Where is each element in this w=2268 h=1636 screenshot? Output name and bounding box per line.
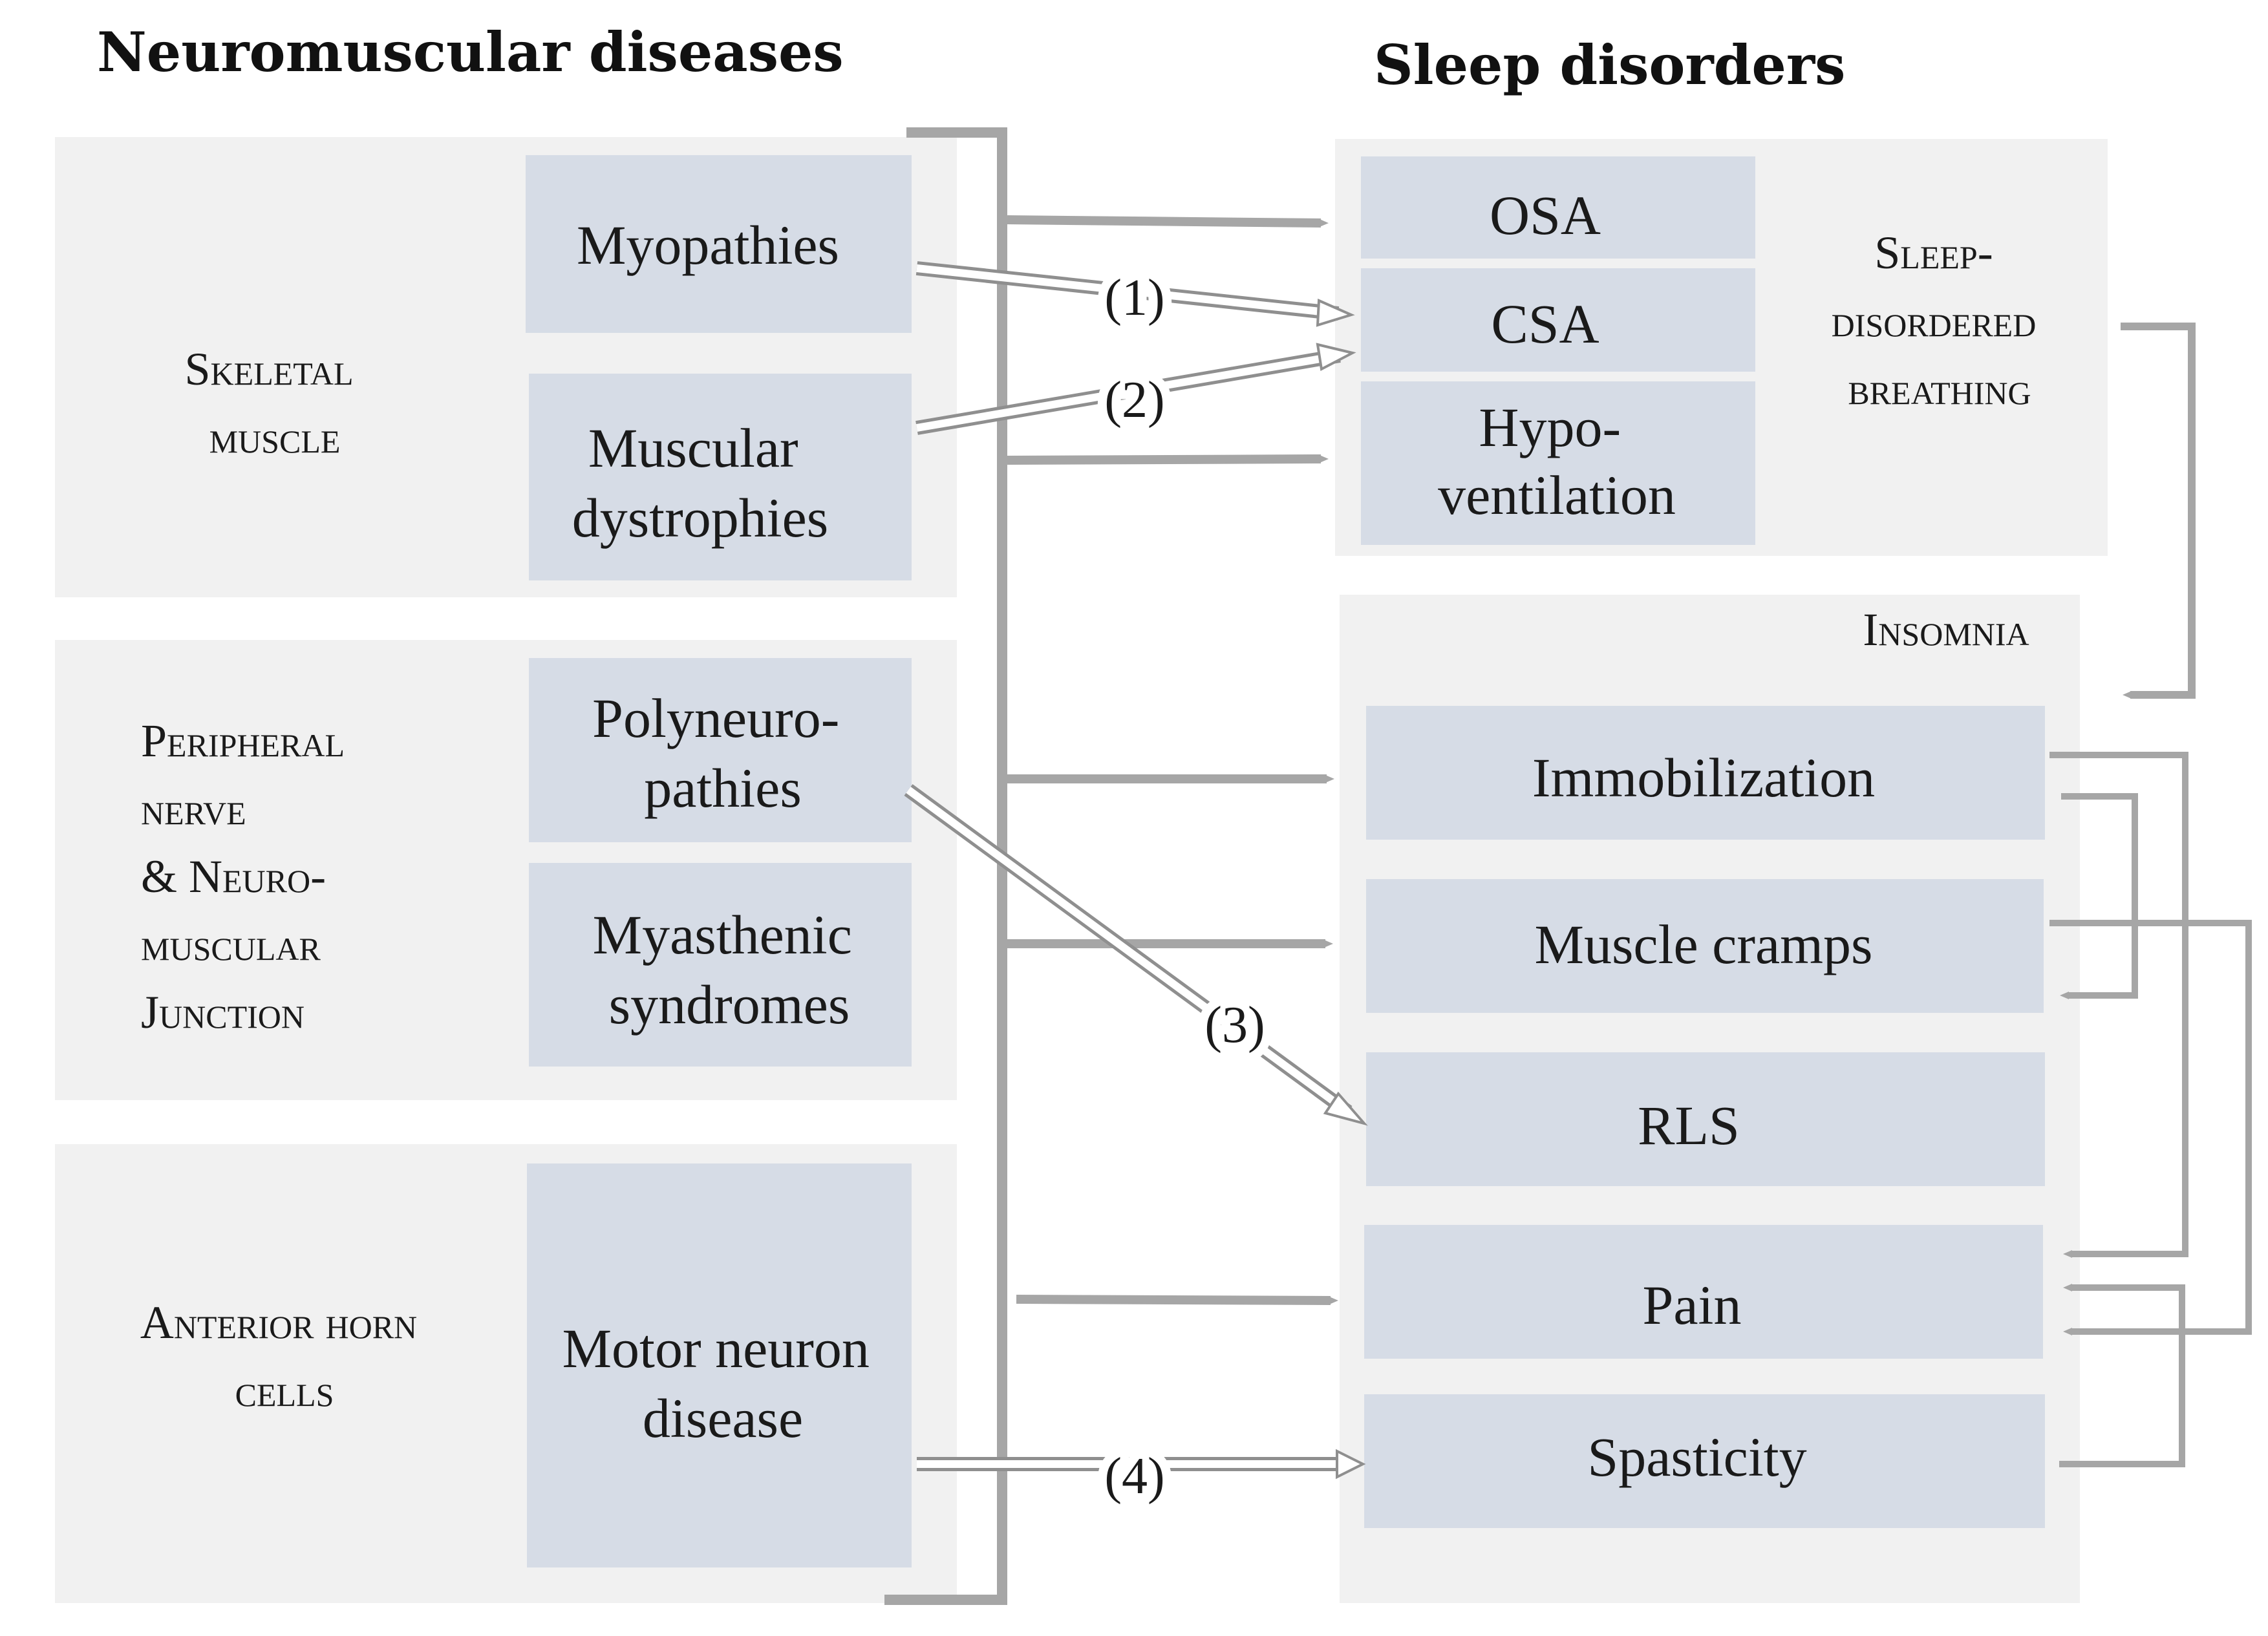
disease-label-muscular-dystrophies: Muscular dystrophies <box>572 417 829 549</box>
arrow-spasticity-to-pain <box>2059 1284 2185 1467</box>
arrow-immobilization-to-muscle-cramps <box>2060 793 2138 999</box>
specific-arrow-2-head <box>1316 343 1356 372</box>
specific-link-label-2: (2) <box>1104 372 1164 429</box>
disease-box-myopathies <box>526 155 912 333</box>
specific-link-label-4: (4) <box>1104 1448 1164 1505</box>
specific-link-label-3: (3) <box>1204 997 1265 1054</box>
arrow-to-hypoventilation <box>1007 454 1329 465</box>
disorder-box-hypoventilation <box>1361 381 1755 545</box>
disorder-box-osa <box>1361 156 1755 259</box>
group-label-skeletal-muscle: Skeletal muscle <box>185 343 365 463</box>
group-label-peripheral-nerve: Peripheral nerve & Neuro- muscular Junct… <box>141 715 356 1038</box>
specific-arrow-1-body <box>916 264 1339 317</box>
disease-box-motor-neuron-disease <box>527 1163 912 1567</box>
disorder-label-pain: Pain <box>1643 1274 1742 1336</box>
specific-arrow-3-body <box>906 787 1351 1115</box>
disease-box-polyneuropathies <box>529 658 912 842</box>
arrow-muscle-cramps-to-pain <box>2049 920 2252 1335</box>
disorder-label-immobilization: Immobilization <box>1532 747 1875 809</box>
disorder-box-spasticity <box>1364 1394 2045 1528</box>
specific-link-label-1: (1) <box>1104 270 1164 326</box>
disorder-label-muscle-cramps: Muscle cramps <box>1534 913 1872 975</box>
group-label-insomnia: Insomnia <box>1863 604 2029 655</box>
disorder-label-csa: CSA <box>1491 293 1599 355</box>
disease-box-muscular-dystrophies <box>529 374 912 580</box>
disorder-label-spasticity: Spasticity <box>1587 1426 1806 1488</box>
disorder-label-rls: RLS <box>1638 1094 1740 1156</box>
arrow-to-pain <box>1016 1295 1338 1305</box>
disorder-box-pain <box>1364 1225 2043 1359</box>
arrow-immobilization-to-pain <box>2049 752 2188 1258</box>
disease-label-polyneuropathies: Polyneuro- pathies <box>592 687 853 819</box>
arrow-sdb-to-insomnia <box>2121 323 2196 699</box>
group-label-anterior-horn-cells: Anterior horn cells <box>140 1297 429 1416</box>
disease-box-myasthenic-syndromes <box>529 863 912 1067</box>
disease-label-myasthenic-syndromes: Myasthenic syndromes <box>593 904 866 1036</box>
disorder-box-muscle-cramps <box>1366 879 2044 1013</box>
disorder-label-hypoventilation: Hypo- ventilation <box>1438 396 1676 526</box>
group-label-sleep-disordered-breathing: Sleep- disordered breathing <box>1832 227 2048 414</box>
heading-neuromuscular-diseases: Neuromuscular diseases <box>97 20 844 84</box>
heading-sleep-disorders: Sleep disorders <box>1374 33 1845 97</box>
disease-label-myopathies: Myopathies <box>577 214 839 276</box>
disorder-box-csa <box>1361 268 1755 372</box>
specific-arrow-2-body <box>915 352 1341 432</box>
disorder-label-osa: OSA <box>1490 184 1601 246</box>
disorder-box-rls <box>1366 1052 2045 1186</box>
specific-arrow-1-head <box>1316 299 1355 327</box>
arrow-to-osa <box>1007 215 1329 228</box>
disorder-box-immobilization <box>1366 706 2045 840</box>
specific-arrow-4-head <box>1336 1449 1366 1480</box>
disease-label-motor-neuron-disease: Motor neuron disease <box>562 1317 884 1449</box>
specific-arrow-3-head <box>1323 1091 1368 1126</box>
